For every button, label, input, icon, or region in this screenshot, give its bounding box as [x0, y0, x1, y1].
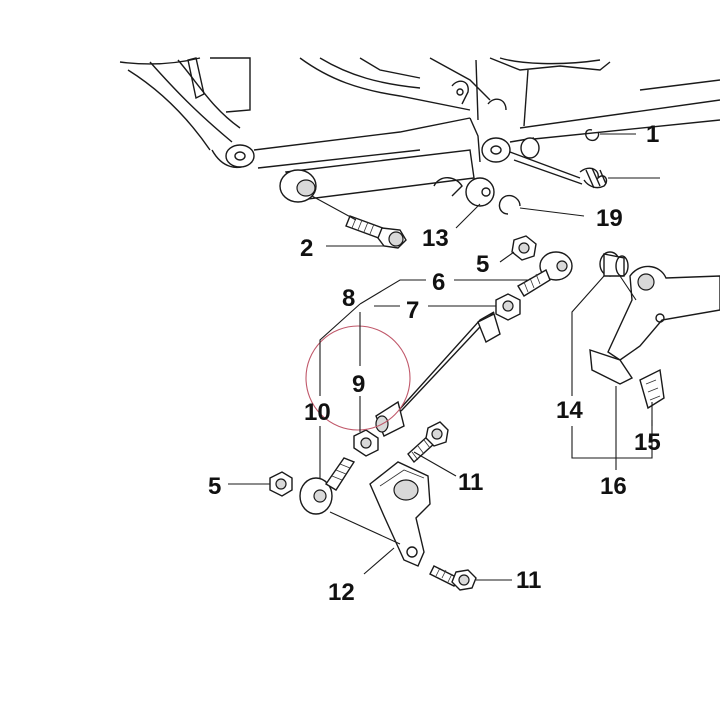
shift-pedal	[589, 265, 720, 410]
rod-end-lower	[299, 457, 356, 515]
rod-end-6	[517, 251, 573, 297]
nut-7	[495, 293, 521, 321]
frame-bracket	[119, 57, 720, 169]
nut-5-lower	[269, 471, 293, 497]
gear-lever-12	[369, 461, 431, 567]
label-16: 16	[600, 473, 627, 500]
label-5-lower: 5	[208, 473, 221, 500]
leader-lines	[228, 133, 660, 581]
label-11-upper: 11	[458, 469, 483, 496]
label-1: 1	[646, 121, 659, 148]
part-labels: 1 2 13 19 5 6 8 7 9 10 14 15 11 16 5 11 …	[208, 121, 661, 606]
label-19: 19	[596, 205, 623, 232]
bolt-2	[345, 215, 407, 249]
label-13: 13	[422, 225, 449, 252]
label-7: 7	[406, 297, 419, 324]
return-spring	[509, 151, 608, 189]
bolt-11-lower	[429, 565, 477, 591]
label-14: 14	[556, 397, 583, 424]
label-6: 6	[432, 269, 445, 296]
label-8: 8	[342, 285, 355, 312]
shift-rod	[375, 311, 501, 437]
pivot-arm	[279, 149, 475, 203]
nut-5-top	[511, 235, 537, 261]
label-15: 15	[634, 429, 661, 456]
label-10: 10	[304, 399, 331, 426]
washer-13	[465, 177, 495, 207]
nut-10	[353, 429, 379, 457]
label-2: 2	[300, 235, 313, 262]
label-12: 12	[328, 579, 355, 606]
label-5-top: 5	[476, 251, 489, 278]
label-11-lower: 11	[516, 567, 541, 594]
highlight-circle	[305, 325, 411, 431]
clip-part-1	[585, 129, 600, 142]
bolt-11-upper	[407, 421, 449, 464]
label-9: 9	[352, 371, 365, 398]
bushing-14	[599, 251, 629, 277]
circlip-19	[498, 194, 521, 215]
